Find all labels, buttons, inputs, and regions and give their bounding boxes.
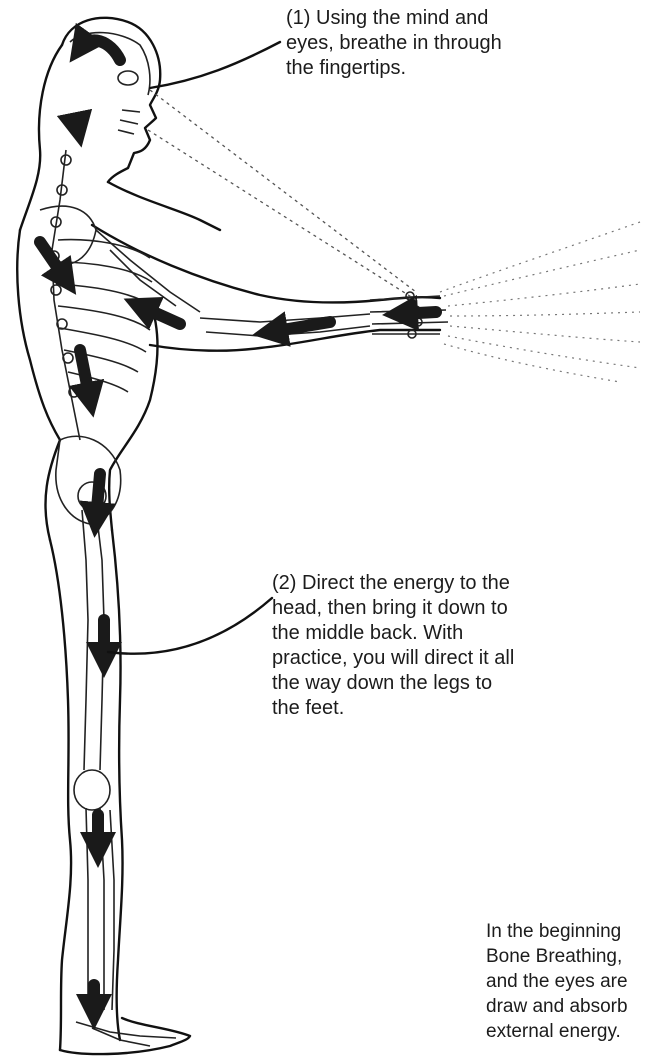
arrow-forearm xyxy=(270,322,330,332)
caption-step-2-line: the feet. xyxy=(272,696,514,721)
sight-lines xyxy=(148,90,416,300)
caption-note-line: external energy. xyxy=(486,1019,646,1044)
leader-line-step2 xyxy=(108,598,272,654)
caption-step-2-line: (2) Direct the energy to the xyxy=(272,571,514,596)
leader-line-step1 xyxy=(150,42,280,88)
caption-step-2-line: the middle back. With xyxy=(272,621,514,646)
caption-note-line: Bone Breathing, xyxy=(486,944,646,969)
body-outline xyxy=(17,18,440,1054)
caption-step-2-line: practice, you will direct it all xyxy=(272,646,514,671)
caption-step-1-line: (1) Using the mind and xyxy=(286,6,502,31)
caption-note-line: In the beginning xyxy=(486,919,646,944)
caption-note-line: and the eyes are xyxy=(486,969,646,994)
energy-rays xyxy=(440,222,640,382)
arrow-neck xyxy=(76,120,78,130)
caption-note-line: draw and absorb xyxy=(486,994,646,1019)
caption-note: In the beginning Bone Breathing, and the… xyxy=(486,919,646,1044)
arrow-upper-arm xyxy=(140,306,180,324)
caption-step-1-line: eyes, breathe in through xyxy=(286,31,502,56)
caption-step-2: (2) Direct the energy to the head, then … xyxy=(272,571,514,721)
arrow-back xyxy=(80,350,90,400)
arrow-hip xyxy=(96,474,100,520)
skeleton-detail xyxy=(40,33,448,1046)
arrow-fingers-to-forearm xyxy=(400,312,436,314)
caption-step-1: (1) Using the mind and eyes, breathe in … xyxy=(286,6,502,81)
caption-step-2-line: the way down the legs to xyxy=(272,671,514,696)
arrow-head-loop xyxy=(80,40,120,60)
caption-step-2-line: head, then bring it down to xyxy=(272,596,514,621)
caption-step-1-line: the fingertips. xyxy=(286,56,502,81)
energy-flow-arrows xyxy=(40,40,436,1012)
